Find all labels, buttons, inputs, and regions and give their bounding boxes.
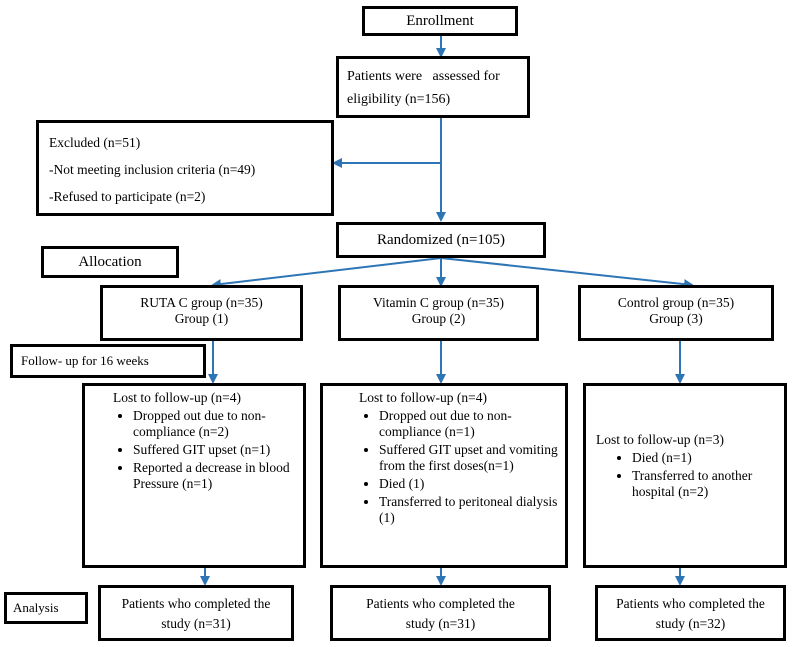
group3-lost-title: Lost to follow-up (n=3): [596, 432, 724, 447]
group3-completed: Patients who completed the study (n=32): [616, 596, 765, 631]
group2-lost-item: Dropped out due to non-compliance (n=1): [379, 408, 559, 440]
group1-completed: Patients who completed the study (n=31): [121, 596, 271, 631]
randomized-label: Randomized (n=105): [376, 232, 505, 248]
group1-completed-box: Patients who completed the study (n=31): [98, 585, 294, 641]
assessed-line2: eligibility (n=156): [347, 92, 451, 107]
randomized-box: Randomized (n=105): [336, 222, 546, 258]
group3-number: Group (3): [649, 311, 703, 326]
group2-name: Vitamin C group (n=35): [373, 295, 504, 310]
group1-lost-item: Suffered GIT upset (n=1): [133, 442, 297, 458]
group1-lost-box: Lost to follow-up (n=4) Dropped out due …: [82, 383, 306, 568]
arrow-random-group1: [211, 257, 442, 290]
group2-box: Vitamin C group (n=35) Group (2): [338, 285, 539, 341]
group2-lost-item: Died (1): [379, 476, 559, 492]
group1-lost-title: Lost to follow-up (n=4): [113, 390, 241, 405]
group2-lost-title: Lost to follow-up (n=4): [359, 390, 487, 405]
group3-name: Control group (n=35): [617, 295, 735, 310]
assessed-box: Patients were assessed for eligibility (…: [336, 56, 530, 118]
group2-lost-item: Transferred to peritoneal dialysis (1): [379, 494, 559, 526]
enrollment-box: Enrollment: [362, 6, 518, 36]
allocation-label: Allocation: [78, 254, 142, 270]
group2-lost-box: Lost to follow-up (n=4) Dropped out due …: [320, 383, 568, 568]
enrollment-label: Enrollment: [406, 13, 474, 29]
followup-label: Follow- up for 16 weeks: [21, 353, 149, 368]
group1-name: RUTA C group (n=35): [140, 295, 263, 310]
group3-box: Control group (n=35) Group (3): [578, 285, 774, 341]
assessed-line1: Patients were assessed for: [347, 69, 500, 84]
group1-number: Group (1): [174, 311, 229, 326]
analysis-label-box: Analysis: [4, 592, 88, 624]
analysis-label: Analysis: [13, 600, 59, 615]
excluded-title: Excluded (n=51): [49, 135, 141, 150]
group2-completed: Patients who completed the study (n=31): [366, 596, 515, 631]
group2-completed-box: Patients who completed the study (n=31): [330, 585, 551, 641]
group3-lost-box: Lost to follow-up (n=3) Died (n=1) Trans…: [583, 383, 787, 568]
group1-lost-item: Reported a decrease in blood Pressure (n…: [133, 460, 297, 492]
excluded-box: Excluded (n=51) -Not meeting inclusion c…: [36, 120, 334, 216]
group3-completed-box: Patients who completed the study (n=32): [595, 585, 786, 641]
arrow-random-group3: [440, 257, 694, 290]
group3-lost-item: Transferred to another hospital (n=2): [632, 468, 778, 500]
group1-box: RUTA C group (n=35) Group (1): [100, 285, 303, 341]
excluded-reason-2: -Refused to participate (n=2): [49, 189, 206, 204]
group3-lost-item: Died (n=1): [632, 450, 778, 466]
group1-lost-item: Dropped out due to non-compliance (n=2): [133, 408, 297, 440]
group2-number: Group (2): [411, 311, 466, 326]
followup-label-box: Follow- up for 16 weeks: [10, 344, 206, 378]
group2-lost-item: Suffered GIT upset and vomiting from the…: [379, 442, 559, 474]
allocation-label-box: Allocation: [41, 246, 179, 278]
excluded-reason-1: -Not meeting inclusion criteria (n=49): [49, 162, 256, 177]
